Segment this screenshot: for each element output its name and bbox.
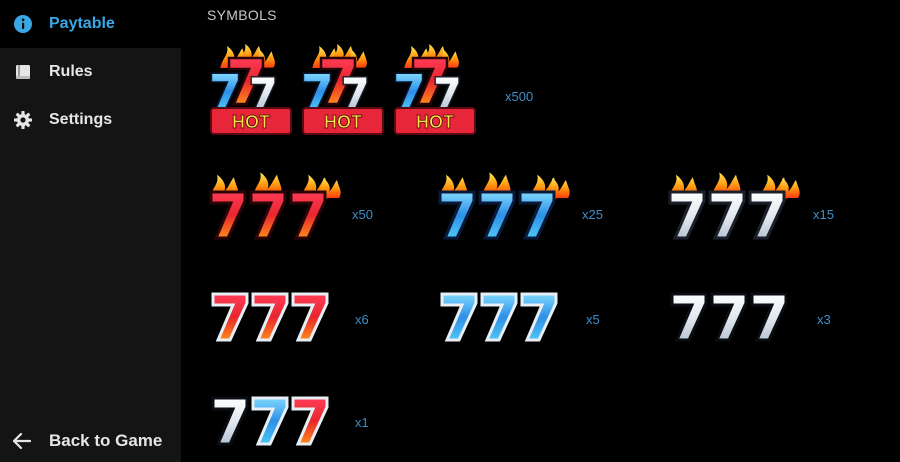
symbol-white-flaming-sevens [664, 170, 806, 244]
svg-text:HOT: HOT [324, 112, 362, 132]
nav-rules[interactable]: Rules [0, 48, 181, 96]
symbol-red-flaming-sevens [205, 170, 347, 244]
nav-rules-label: Rules [49, 63, 93, 80]
info-icon [13, 14, 33, 34]
symbol-blue-flaming-sevens [434, 170, 576, 244]
symbol-blue-sevens [434, 288, 574, 350]
svg-text:HOT: HOT [416, 112, 454, 132]
nav-settings[interactable]: Settings [0, 96, 181, 144]
symbol-red-sevens [205, 288, 345, 350]
payout-red-sevens: x6 [355, 312, 369, 327]
section-title: SYMBOLS [207, 7, 277, 23]
nav-paytable[interactable]: Paytable [0, 0, 181, 48]
nav-settings-label: Settings [49, 111, 113, 128]
sidebar: Paytable Rules Settings Back [0, 0, 181, 462]
payout-white-flaming-sevens: x15 [813, 207, 834, 222]
back-to-game-label: Back to Game [49, 431, 163, 450]
symbol-white-sevens [664, 288, 804, 350]
svg-text:HOT: HOT [232, 112, 270, 132]
arrow-left-icon [13, 431, 33, 451]
symbol-triple-hot-seven: HOT HOT HOT [205, 44, 481, 142]
back-to-game-button[interactable]: Back to Game [0, 420, 181, 462]
nav-paytable-label: Paytable [49, 15, 115, 32]
payout-mixed-sevens: x1 [355, 415, 369, 430]
payout-blue-flaming-sevens: x25 [582, 207, 603, 222]
payout-blue-sevens: x5 [586, 312, 600, 327]
payout-triple-hot-seven: x500 [505, 89, 534, 104]
book-icon [13, 62, 33, 82]
gear-icon [13, 110, 33, 130]
payout-white-sevens: x3 [817, 312, 831, 327]
symbol-mixed-sevens [205, 392, 345, 454]
payout-red-flaming-sevens: x50 [352, 207, 373, 222]
